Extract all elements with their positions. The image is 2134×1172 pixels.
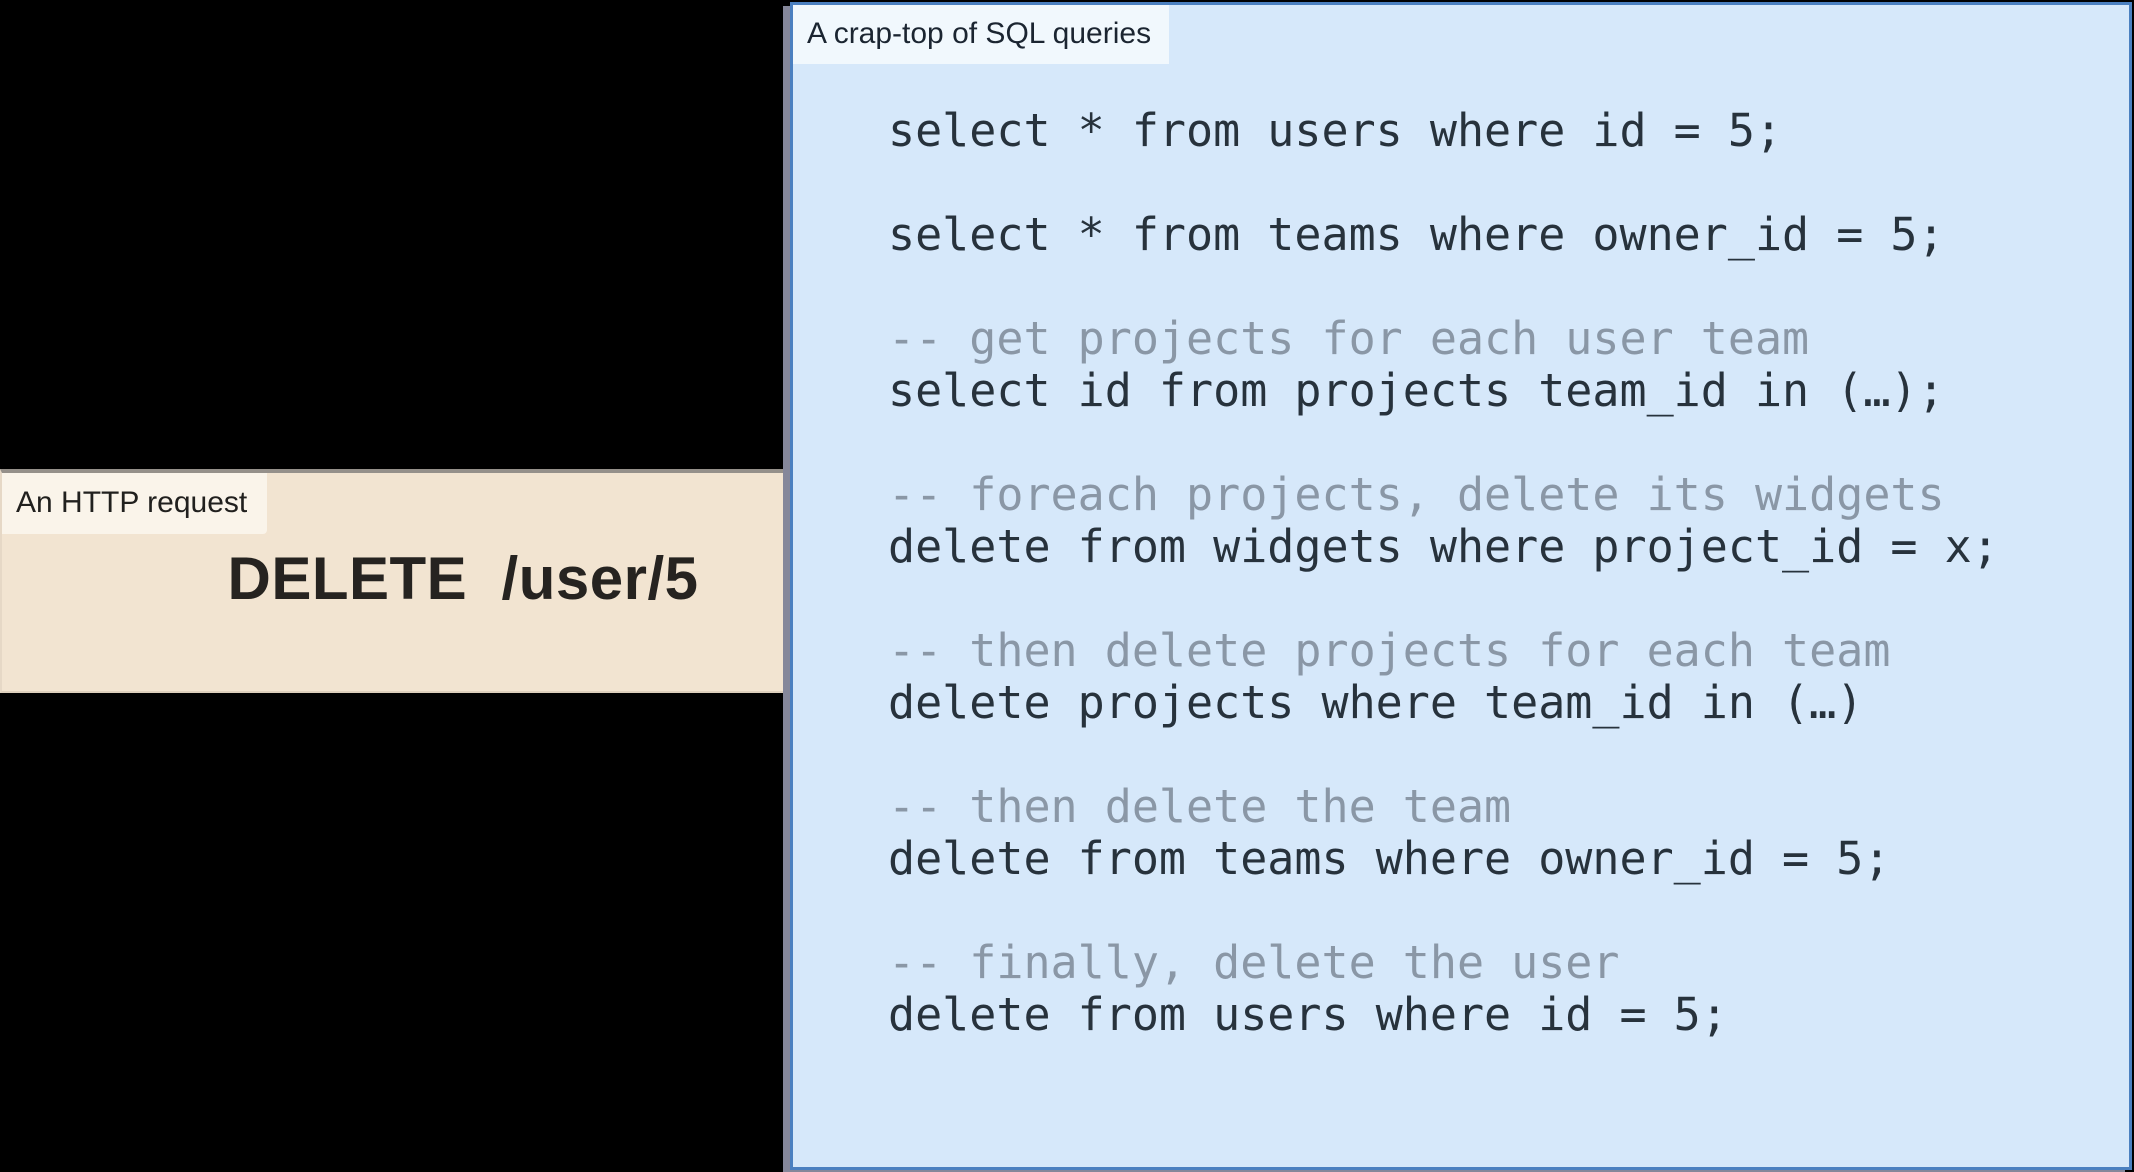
sql-line: delete from widgets where project_id = x…: [888, 520, 1999, 573]
sql-line-blank: [888, 261, 2129, 313]
sql-queries-card: A crap-top of SQL queries select * from …: [790, 2, 2132, 1170]
sql-line: select * from users where id = 5;: [888, 104, 1783, 157]
sql-queries-card-label: A crap-top of SQL queries: [793, 5, 1170, 64]
sql-comment-line: -- then delete the team: [888, 780, 1512, 833]
sql-line-blank: [888, 417, 2129, 469]
sql-line: delete from teams where owner_id = 5;: [888, 832, 1891, 885]
sql-line: delete projects where team_id in (…): [888, 676, 1864, 729]
sql-line-blank: [888, 573, 2129, 625]
sql-code-block: select * from users where id = 5; select…: [793, 105, 2129, 1041]
sql-line-blank: [888, 729, 2129, 781]
http-request-text: DELETE /user/5: [227, 545, 699, 612]
sql-comment-line: -- then delete projects for each team: [888, 624, 1891, 677]
sql-line: select id from projects team_id in (…);: [888, 364, 1945, 417]
sql-line: select * from teams where owner_id = 5;: [888, 208, 1945, 261]
sql-line: delete from users where id = 5;: [888, 988, 1728, 1041]
sql-comment-line: -- foreach projects, delete its widgets: [888, 468, 1945, 521]
http-request-card-label: An HTTP request: [2, 473, 268, 534]
sql-line-blank: [888, 885, 2129, 937]
sql-comment-line: -- get projects for each user team: [888, 312, 1810, 365]
http-request-card: An HTTP request DELETE /user/5: [0, 469, 786, 693]
sql-line-blank: [888, 157, 2129, 209]
sql-comment-line: -- finally, delete the user: [888, 936, 1620, 989]
